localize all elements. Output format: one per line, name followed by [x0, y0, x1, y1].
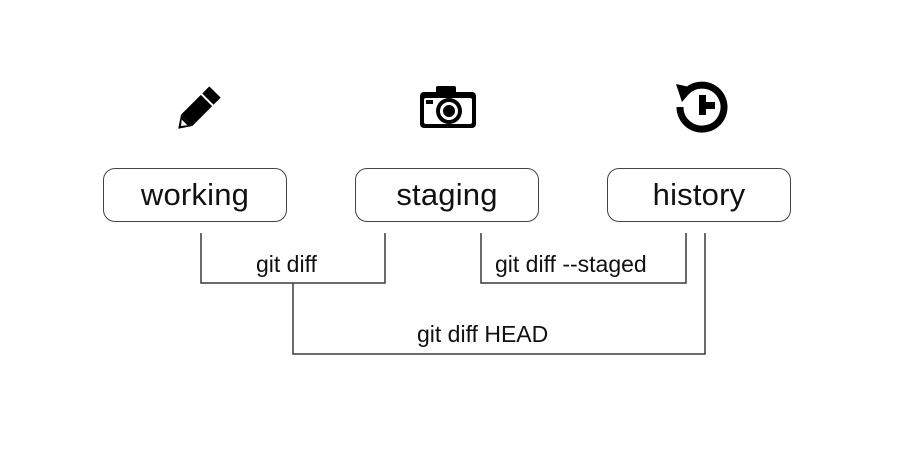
pencil-icon [178, 86, 221, 129]
git-diff-label: git diff [256, 250, 317, 278]
history-icon [676, 81, 728, 133]
camera-icon [420, 86, 476, 128]
staging-label: staging [396, 177, 498, 212]
history-area-box: history [607, 168, 791, 222]
staging-area-box: staging [355, 168, 539, 222]
working-area-box: working [103, 168, 287, 222]
working-label: working [140, 177, 250, 212]
git-diff-staged-bracket [480, 233, 687, 284]
git-diff-head-bracket [292, 233, 706, 355]
git-diff-head-label: git diff HEAD [417, 320, 549, 348]
git-diff-staged-label: git diff --staged [495, 250, 647, 278]
history-label: history [652, 177, 746, 212]
